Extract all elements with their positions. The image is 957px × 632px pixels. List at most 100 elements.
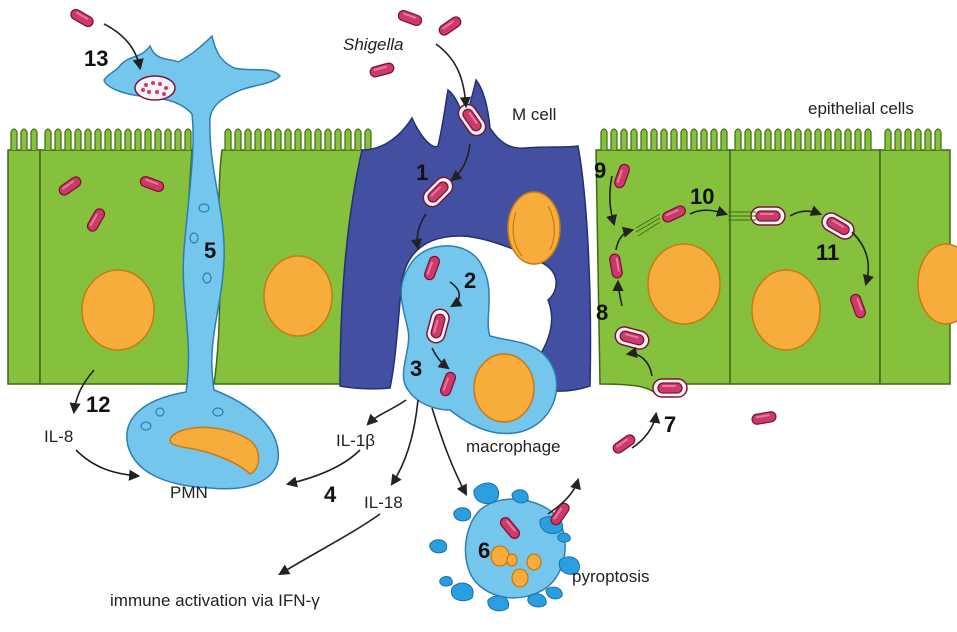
step-2: 2 [464,268,477,293]
bacterium [86,208,106,232]
step-4: 4 [324,482,337,507]
step-3: 3 [410,356,423,381]
il1b-label: IL-1β [336,431,376,450]
bacterium [423,255,441,281]
m-cell-nucleus [507,191,561,265]
m-cell [339,78,592,392]
microvillus [824,128,832,150]
immune-activation-label: immune activation via IFN-γ [110,591,320,610]
microvillus [884,128,892,150]
epithelial-cell-right-2 [729,149,881,385]
microvillus [794,128,802,150]
bacterium [438,16,462,36]
bacterium [369,62,395,78]
microvillus [284,128,292,150]
step-6: 6 [478,538,491,563]
il18-label: IL-18 [364,493,403,512]
microvillus [234,128,242,150]
bacterium [849,293,867,319]
microvillus [314,128,322,150]
microvillus [904,128,912,150]
step-7: 7 [664,412,677,437]
microvillus [44,128,52,150]
pmn-granules [140,203,224,431]
microvillus [680,128,688,150]
microvillus [784,128,792,150]
macrophage-label: macrophage [466,437,561,456]
microvillus [144,128,152,150]
microvillus [84,128,92,150]
pyroptotic-cell [429,482,580,612]
pmn-label: PMN [170,483,208,502]
bacterium-in-vacuole [821,212,855,240]
bacterium-in-vacuole [426,308,450,344]
m-cell-label: M cell [512,105,557,124]
bacterium [58,176,82,196]
microvillus [630,128,638,150]
bacterium [439,371,457,397]
microvillus [134,128,142,150]
microvillus [30,128,38,150]
step-5: 5 [204,238,217,263]
microvillus [700,128,708,150]
microvillus [124,128,132,150]
step-11: 11 [816,240,840,265]
microvillus [854,128,862,150]
macrophage-nucleus [473,353,535,423]
bacterium [70,8,94,28]
microvillus [690,128,698,150]
bacterium [139,175,165,193]
epithelial-cell-far-left [7,149,41,385]
microvillus [710,128,718,150]
microvillus [864,128,872,150]
step-10: 10 [690,184,715,209]
microvillus [64,128,72,150]
microvillus [834,128,842,150]
bacterium [612,434,636,454]
microvillus [914,128,922,150]
microvillus [620,128,628,150]
microvillus [924,128,932,150]
microvillus [640,128,648,150]
microvillus [754,128,762,150]
bacterium-in-vacuole [652,378,688,398]
microvillus [94,128,102,150]
microvillus [224,128,232,150]
microvillus [720,128,728,150]
epithelial-nuclei [81,243,957,351]
epithelial-cells-label: epithelial cells [808,99,914,118]
macrophage-cell [400,245,558,435]
il8-label: IL-8 [44,427,74,446]
microvillus [814,128,822,150]
pmn-cell [103,34,282,490]
microvillus [20,128,28,150]
microvillus [344,128,352,150]
bacterium [499,516,521,540]
microvillus [804,128,812,150]
microvillus [104,128,112,150]
microvillus [354,128,362,150]
microvillus [934,128,942,150]
microvillus [364,128,372,150]
bacterium [662,205,686,223]
microvillus [154,128,162,150]
bacterium-in-vacuole [750,206,786,226]
shigella-label: Shigella [343,35,404,54]
microvillus [164,128,172,150]
microvillus [764,128,772,150]
microvillus [264,128,272,150]
microvillus [734,128,742,150]
step-12: 12 [86,392,111,417]
step-13: 13 [84,46,109,71]
microvillus [600,128,608,150]
microvillus [324,128,332,150]
microvillus [254,128,262,150]
actin-tails [635,211,756,237]
microvillus [774,128,782,150]
pmn-nucleus [169,426,260,475]
microvillus [74,128,82,150]
microvillus [304,128,312,150]
phagosome [134,75,176,101]
